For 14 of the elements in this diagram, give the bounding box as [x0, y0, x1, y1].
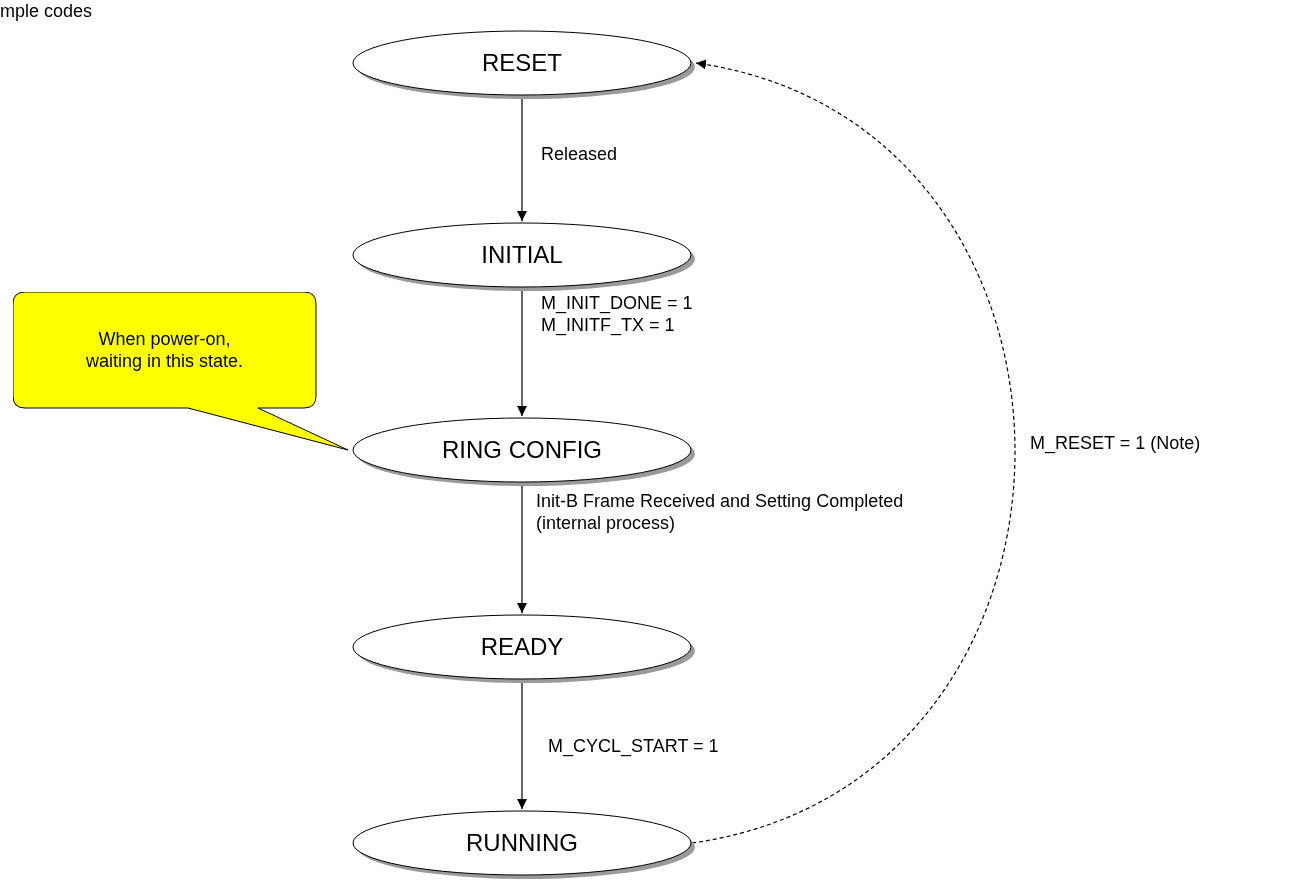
dashed-arrow	[691, 60, 1016, 844]
caption-fragment: mple codes	[0, 0, 93, 22]
state-ellipse	[352, 810, 697, 881]
callout-bubble	[13, 292, 349, 452]
state-name: READY	[480, 632, 565, 662]
callout-text: When power-on, waiting in this state.	[84, 328, 245, 372]
state-name: INITIAL	[481, 240, 564, 270]
state-name: RING CONFIG	[442, 435, 603, 465]
state-ellipse	[352, 222, 697, 293]
state-name: RESET	[482, 48, 563, 78]
state-ellipse	[352, 417, 697, 488]
state-ellipse	[352, 614, 697, 685]
state-ellipse	[352, 30, 697, 101]
state-name: RUNNING	[466, 828, 579, 858]
